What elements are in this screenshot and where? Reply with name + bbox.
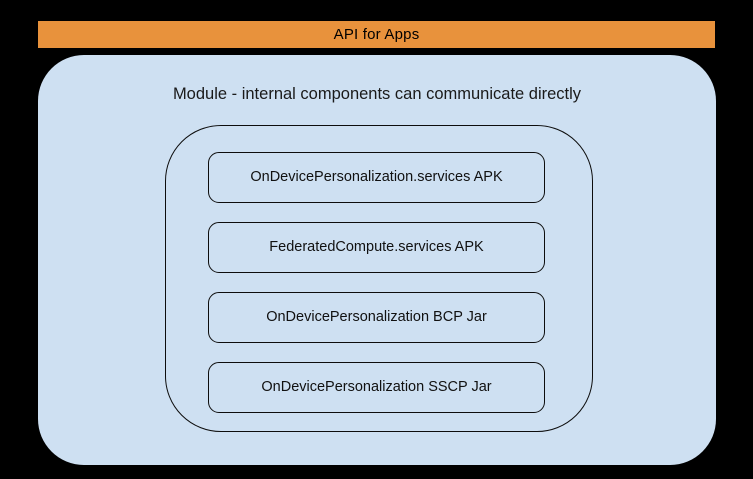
- component-box-ondevicepersonalization-services-apk: OnDevicePersonalization.services APK: [208, 152, 545, 203]
- api-for-apps-banner-label: API for Apps: [333, 26, 420, 43]
- component-label: OnDevicePersonalization.services APK: [250, 169, 503, 186]
- internal-components-container: [165, 125, 593, 432]
- component-label: OnDevicePersonalization BCP Jar: [266, 309, 487, 326]
- component-label: FederatedCompute.services APK: [269, 239, 484, 256]
- component-box-federatedcompute-services-apk: FederatedCompute.services APK: [208, 222, 545, 273]
- component-box-ondevicepersonalization-sscp-jar: OnDevicePersonalization SSCP Jar: [208, 362, 545, 413]
- module-caption: Module - internal components can communi…: [172, 85, 582, 103]
- module-panel: Module - internal components can communi…: [38, 55, 716, 465]
- component-list: OnDevicePersonalization.services APK Fed…: [208, 152, 545, 413]
- component-box-ondevicepersonalization-bcp-jar: OnDevicePersonalization BCP Jar: [208, 292, 545, 343]
- api-for-apps-banner: API for Apps: [38, 21, 715, 48]
- component-label: OnDevicePersonalization SSCP Jar: [261, 379, 492, 396]
